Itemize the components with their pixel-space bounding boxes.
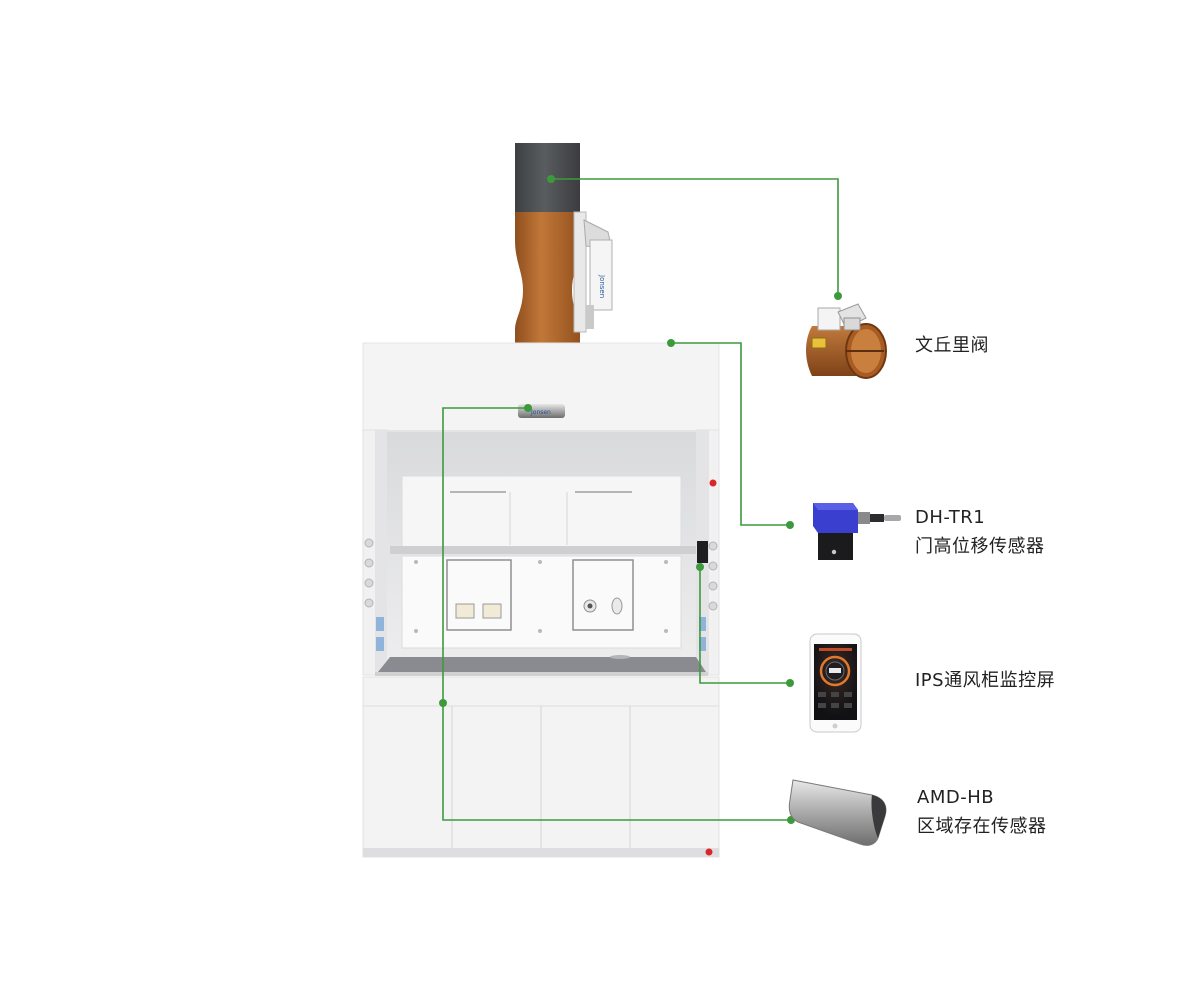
exhaust-duct: Jonsen xyxy=(515,143,613,343)
sash-sensor-image xyxy=(813,503,901,560)
monitor-screen-image xyxy=(809,633,862,733)
presence-sensor-image xyxy=(788,779,887,846)
connector-sash-sensor xyxy=(671,342,790,526)
connector-monitor-screen xyxy=(699,567,790,684)
duct-brand-mark: Jonsen xyxy=(598,274,606,298)
label-sash-sensor-name: 门高位移传感器 xyxy=(915,536,1045,557)
duct-actuator: Jonsen xyxy=(573,211,613,333)
label-venturi-valve-line-1: 文丘里阀 xyxy=(915,335,989,356)
status-light-upper xyxy=(709,479,717,487)
label-presence-sensor: AMD-HB 区域存在传感器 xyxy=(917,783,1047,841)
label-presence-sensor-name: 区域存在传感器 xyxy=(917,816,1047,837)
label-venturi-valve: 文丘里阀 xyxy=(915,331,989,360)
label-sash-sensor: DH-TR1 门高位移传感器 xyxy=(915,503,1045,561)
connector-dots xyxy=(439,175,842,824)
connector-lines xyxy=(442,178,839,821)
status-light-lower xyxy=(705,848,713,856)
connector-venturi-valve xyxy=(551,178,839,296)
venturi-valve-image xyxy=(806,303,887,379)
side-monitor-unit xyxy=(697,541,708,563)
label-monitor-screen-line-1: IPS通风柜监控屏 xyxy=(915,670,1056,691)
label-monitor-screen: IPS通风柜监控屏 xyxy=(915,666,1055,695)
header-sensor-brand: Jonsen xyxy=(530,409,551,416)
connector-presence-sensor xyxy=(442,407,791,821)
label-sash-sensor-model: DH-TR1 xyxy=(915,507,986,528)
fume-hood-cabinet: Jonsen xyxy=(362,342,720,858)
label-presence-sensor-model: AMD-HB xyxy=(917,787,995,808)
